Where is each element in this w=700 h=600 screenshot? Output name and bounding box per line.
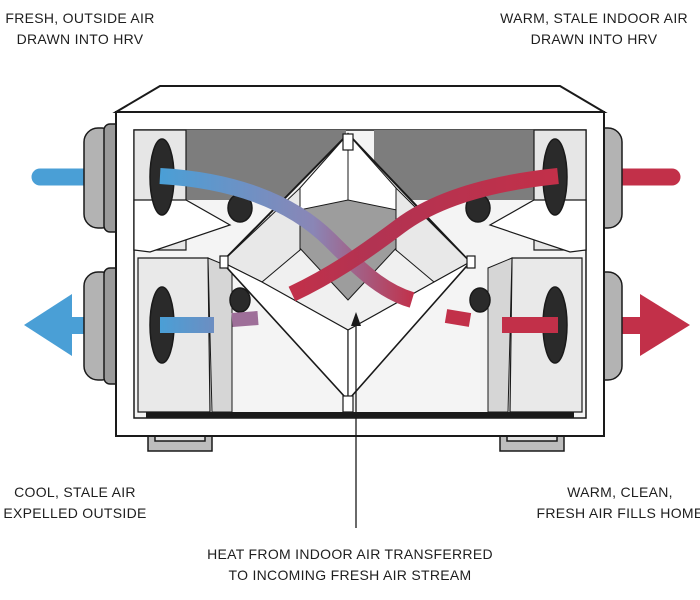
- label-line: FRESH AIR FILLS HOME: [536, 505, 700, 521]
- pointer-heat-transfer: [351, 312, 361, 528]
- label-heat-transfer: HEAT FROM INDOOR AIR TRANSFERRED TO INCO…: [180, 544, 520, 586]
- label-line: TO INCOMING FRESH AIR STREAM: [228, 567, 472, 583]
- label-line: EXPELLED OUTSIDE: [3, 505, 147, 521]
- label-line: COOL, STALE AIR: [14, 484, 136, 500]
- label-cool-stale-air-expelled: COOL, STALE AIR EXPELLED OUTSIDE: [0, 482, 160, 524]
- airflow-exhaust-out: [160, 311, 259, 333]
- label-line: DRAWN INTO HRV: [530, 31, 658, 47]
- label-line: FRESH, OUTSIDE AIR: [5, 10, 155, 26]
- label-line: DRAWN INTO HRV: [16, 31, 144, 47]
- label-line: HEAT FROM INDOOR AIR TRANSFERRED: [207, 546, 493, 562]
- label-warm-stale-indoor-air: WARM, STALE INDOOR AIR DRAWN INTO HRV: [468, 8, 700, 50]
- label-line: WARM, CLEAN,: [567, 484, 673, 500]
- airflow-fresh-in: [159, 168, 415, 308]
- airflow-supply-out: [444, 309, 558, 333]
- airflow-stale-in: [288, 168, 559, 302]
- label-warm-clean-fresh-air: WARM, CLEAN, FRESH AIR FILLS HOME: [520, 482, 700, 524]
- label-fresh-outside-air: FRESH, OUTSIDE AIR DRAWN INTO HRV: [0, 8, 200, 50]
- label-line: WARM, STALE INDOOR AIR: [500, 10, 688, 26]
